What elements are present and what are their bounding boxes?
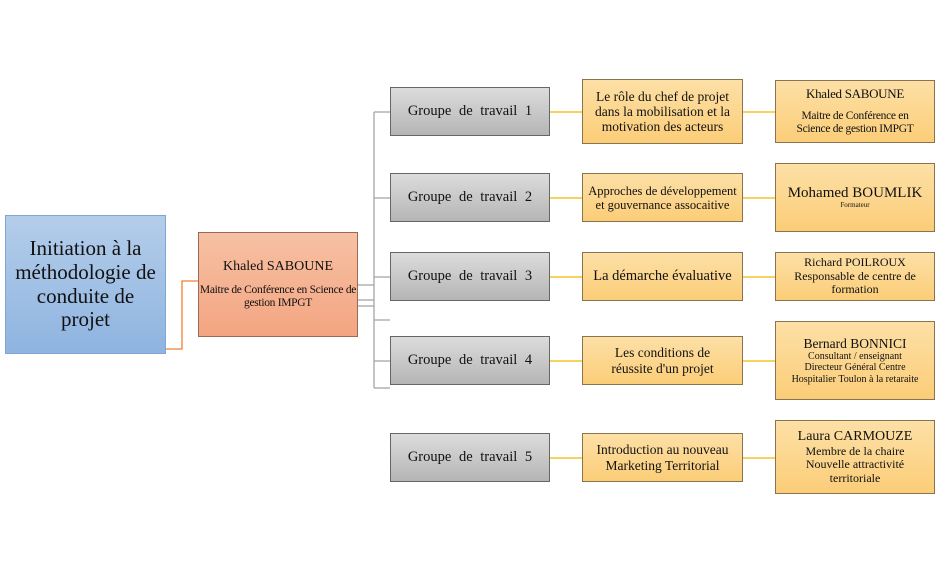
person-name: Mohamed BOUMLIK xyxy=(787,185,923,202)
root-title: Initiation à la méthodologie de conduite… xyxy=(15,236,156,332)
person-detail: Nouvelle attractivité xyxy=(805,457,905,472)
topic-node-4: Les conditions de réussite d'un projet xyxy=(582,336,743,385)
person-node-2: Mohamed BOUMLIK Formateur xyxy=(775,163,935,232)
group-node-3: Groupe de travail 3 xyxy=(390,252,550,301)
person-name: Bernard BONNICI xyxy=(803,336,907,352)
topic-connectors xyxy=(550,111,775,459)
topic-node-5: Introduction au nouveau Marketing Territ… xyxy=(582,433,743,482)
topic-text: Le rôle du chef de projet dans la mobili… xyxy=(595,88,730,135)
topic-text: Approches de développement et gouvernanc… xyxy=(588,183,737,212)
lead-role: Maitre de Conférence en Science de gesti… xyxy=(199,284,357,310)
topic-text: Les conditions de réussite d'un projet xyxy=(611,345,714,376)
topic-node-2: Approches de développement et gouvernanc… xyxy=(582,173,743,222)
topic-node-1: Le rôle du chef de projet dans la mobili… xyxy=(582,79,743,144)
person-name: Richard POILROUX xyxy=(804,255,906,270)
person-node-4: Bernard BONNICI Consultant / enseignant … xyxy=(775,321,935,400)
person-node-5: Laura CARMOUZE Membre de la chaire Nouve… xyxy=(775,420,935,494)
group-connectors xyxy=(358,111,390,389)
lead-node: Khaled SABOUNE Maitre de Conférence en S… xyxy=(198,232,358,337)
topic-text: Introduction au nouveau Marketing Territ… xyxy=(596,442,729,473)
group-node-5: Groupe de travail 5 xyxy=(390,433,550,482)
person-detail: Directeur Général Centre xyxy=(804,362,906,374)
person-detail: Maitre de Conférence en xyxy=(801,109,909,122)
group-node-2: Groupe de travail 2 xyxy=(390,173,550,222)
person-detail: Responsable de centre de formation xyxy=(794,268,916,297)
group-label: Groupe de travail 4 xyxy=(407,352,533,369)
root-node: Initiation à la méthodologie de conduite… xyxy=(5,215,166,354)
group-label: Groupe de travail 5 xyxy=(407,449,533,466)
person-node-1: Khaled SABOUNE Maitre de Conférence en S… xyxy=(775,80,935,143)
group-node-4: Groupe de travail 4 xyxy=(390,336,550,385)
person-node-3: Richard POILROUX Responsable de centre d… xyxy=(775,252,935,301)
person-detail: Membre de la chaire xyxy=(805,443,905,458)
topic-text: La démarche évaluative xyxy=(593,268,732,285)
person-detail: Hospitalier Toulon à la retaraite xyxy=(791,373,919,385)
group-label: Groupe de travail 2 xyxy=(407,189,533,206)
lead-name: Khaled SABOUNE xyxy=(222,258,334,274)
person-name: Khaled SABOUNE xyxy=(806,86,904,102)
person-detail: Science de gestion IMPGT xyxy=(796,122,914,135)
root-connector xyxy=(166,280,198,350)
person-name: Laura CARMOUZE xyxy=(797,429,913,444)
person-detail: territoriale xyxy=(829,470,881,485)
group-node-1: Groupe de travail 1 xyxy=(390,87,550,136)
group-label: Groupe de travail 3 xyxy=(407,268,533,285)
person-detail: Consultant / enseignant xyxy=(808,351,902,363)
topic-node-3: La démarche évaluative xyxy=(582,252,743,301)
group-label: Groupe de travail 1 xyxy=(407,103,533,120)
person-detail: Formateur xyxy=(840,200,870,209)
